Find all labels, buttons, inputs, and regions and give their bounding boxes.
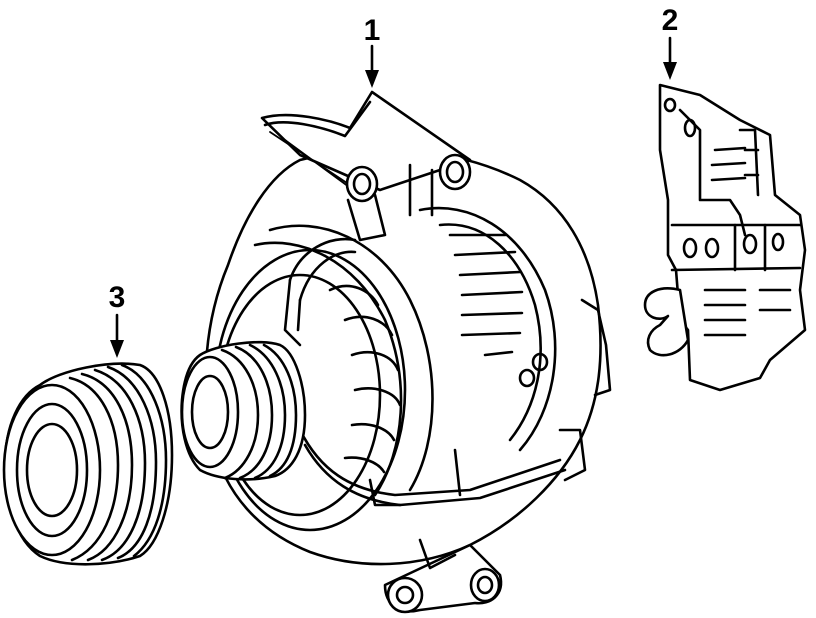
pulley-part-3: [2, 362, 174, 566]
callout-3: 3: [109, 281, 126, 358]
arrowhead-3: [110, 340, 124, 358]
callout-number-3: 3: [109, 281, 126, 314]
callout-number-2: 2: [662, 4, 679, 37]
voltage-regulator-part-2: [643, 83, 807, 392]
callout-2: 2: [662, 4, 679, 80]
arrowhead-1: [365, 70, 379, 88]
alternator-part-1: [180, 90, 612, 614]
callout-number-1: 1: [364, 14, 381, 47]
callout-1: 1: [364, 14, 381, 88]
arrowhead-2: [663, 62, 677, 80]
